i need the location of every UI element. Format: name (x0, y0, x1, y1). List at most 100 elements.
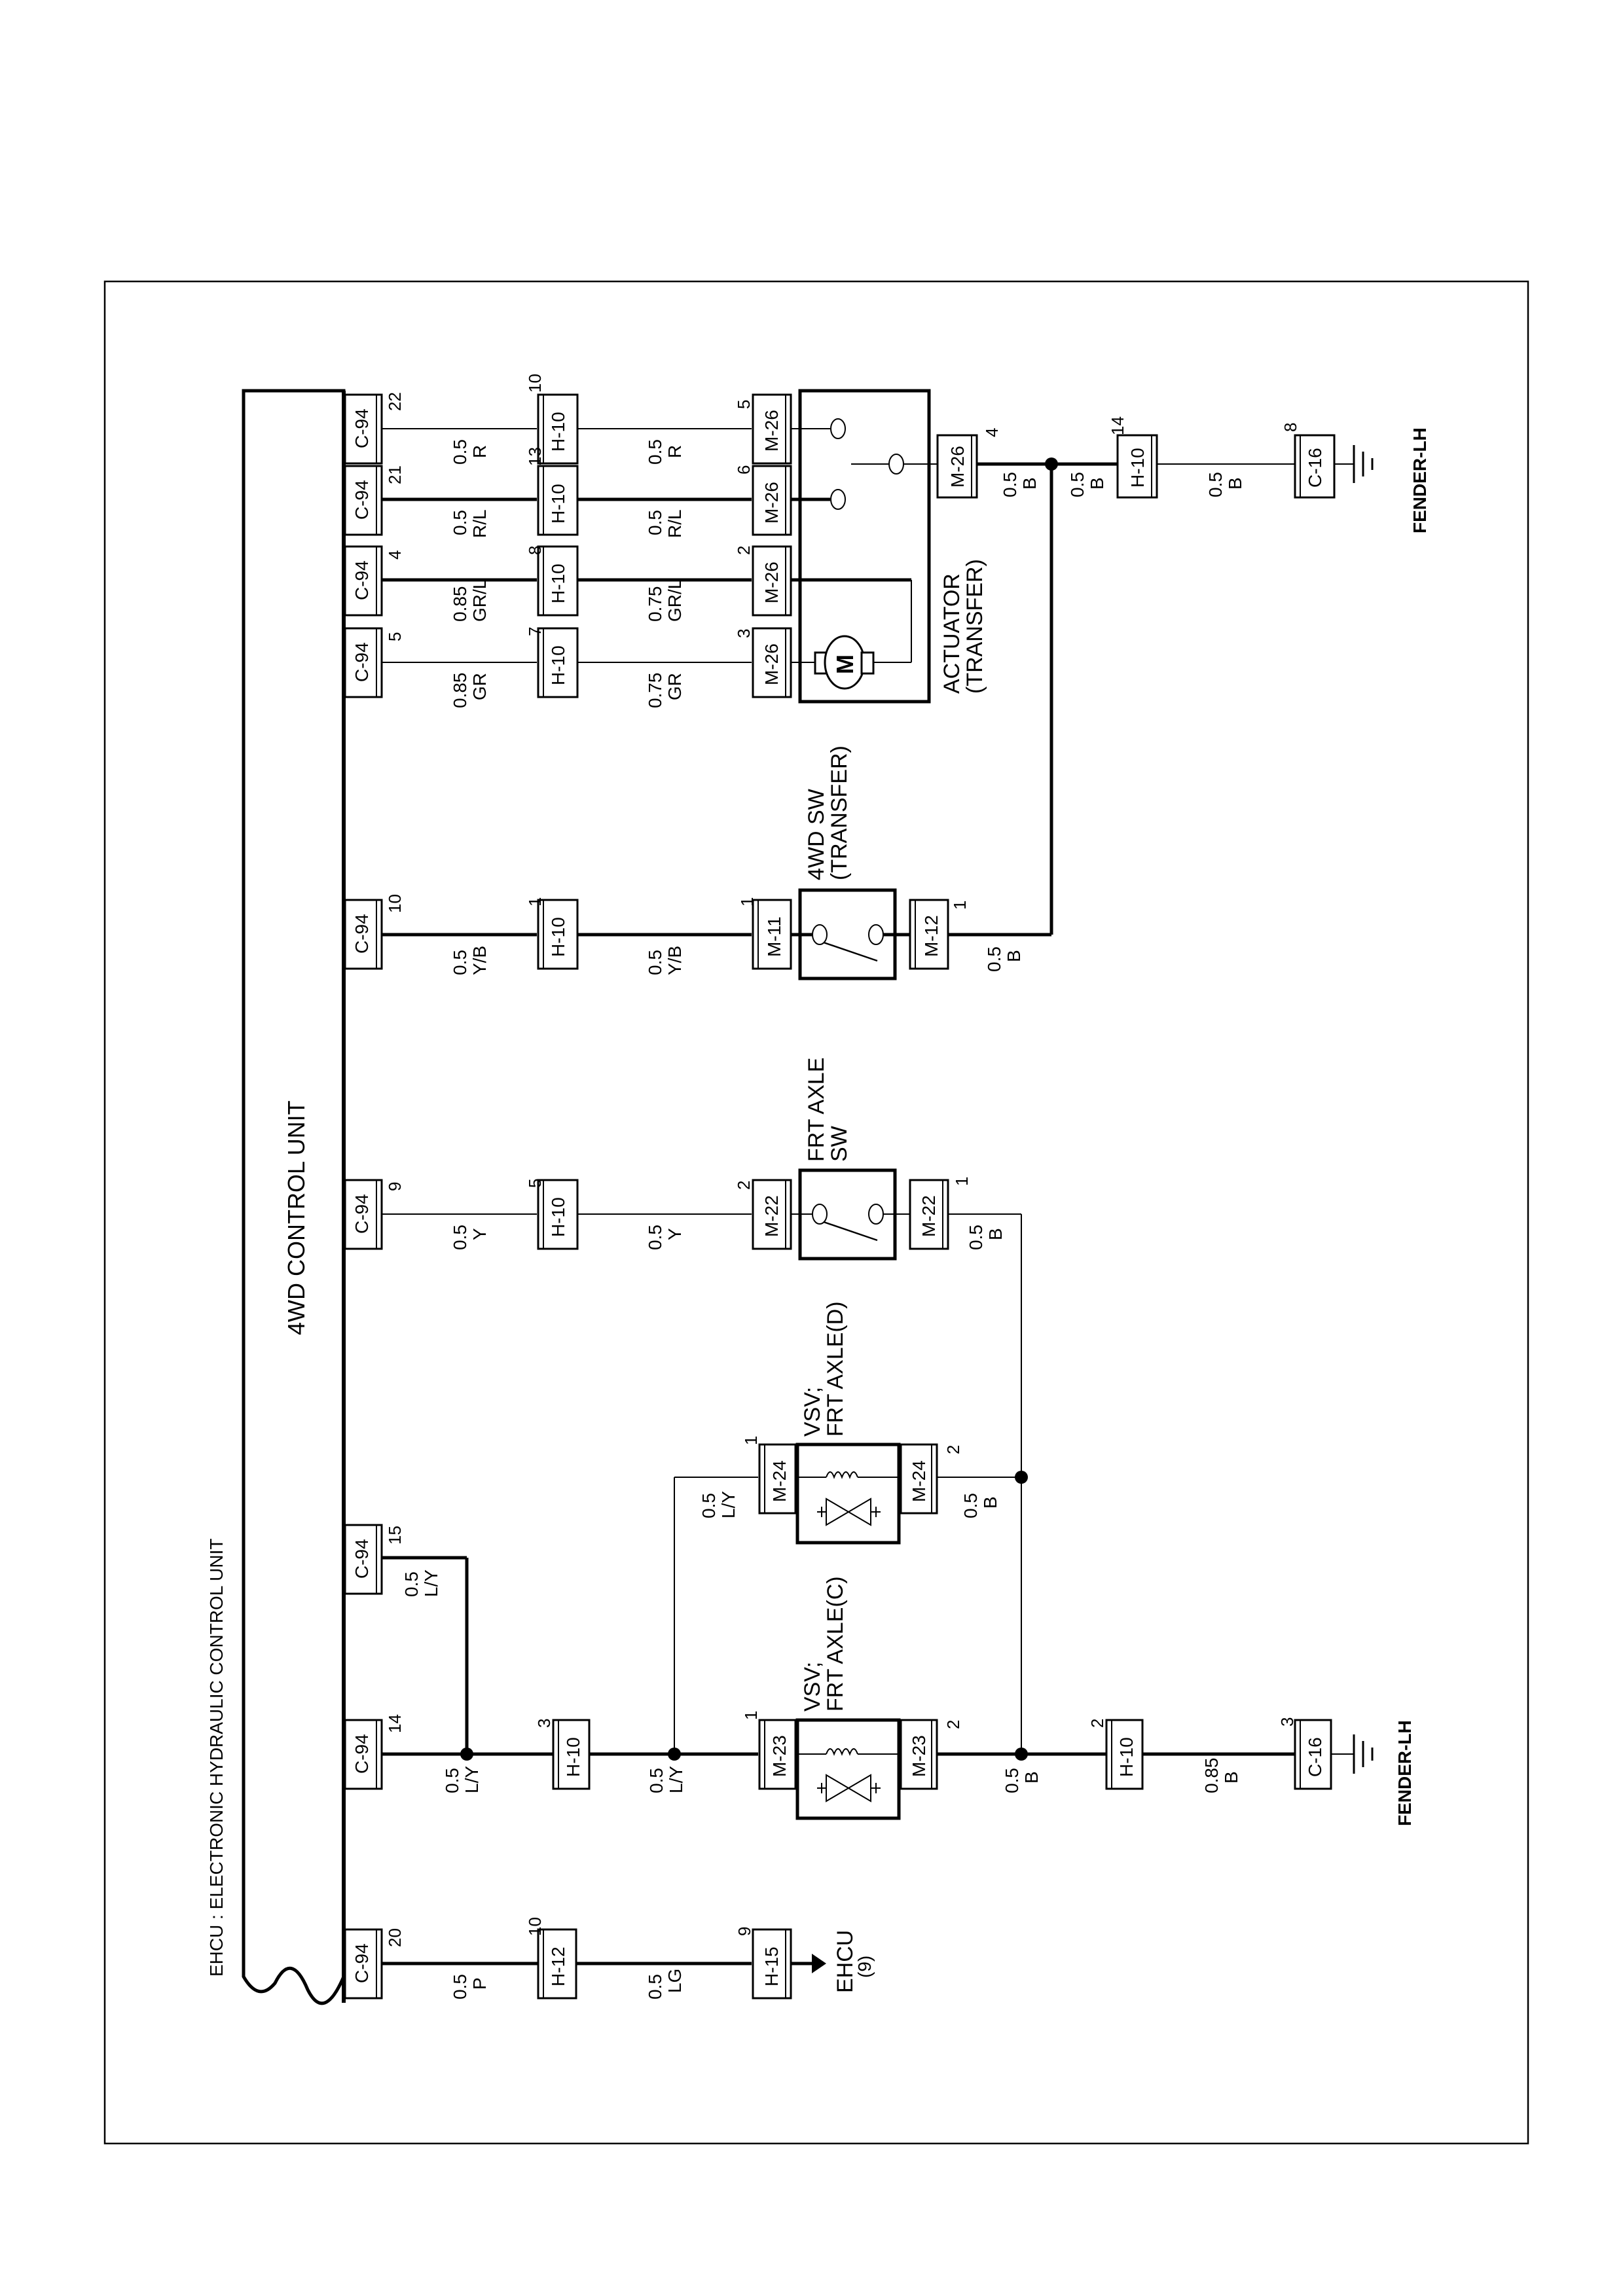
pin-number: 3 (534, 1719, 554, 1728)
connector-h10[interactable] (537, 627, 579, 698)
pin-number: 3 (1277, 1717, 1297, 1727)
ground-icon (1353, 1734, 1374, 1774)
wire-color: L/Y (462, 1766, 482, 1793)
pin-number: 2 (943, 1445, 963, 1454)
connector-label: M-24 (909, 1460, 929, 1502)
connector-h10[interactable] (537, 393, 579, 465)
pin-number: 3 (734, 629, 754, 638)
wire-size: 0.5 (450, 1225, 470, 1250)
vsv-d-label: VSV; (800, 1387, 825, 1437)
circuit-pin10: C-94 10 0.5 Y/B H-10 1 0.5 Y/B M-11 1 4W… (344, 745, 1051, 980)
splice-junction (668, 1748, 681, 1761)
switch-lever-icon (823, 1221, 878, 1242)
wire-size: 0.5 (1000, 472, 1020, 497)
wire-color: B (1019, 477, 1040, 490)
wire-size: 0.5 (450, 950, 470, 975)
actuator-contact (830, 418, 846, 439)
wire-size: 0.5 (401, 1571, 422, 1597)
wire-size: 0.5 (450, 439, 470, 465)
connector-label: H-10 (1116, 1737, 1137, 1777)
pin-number: 13 (525, 447, 545, 466)
connector-m23-in[interactable] (758, 1719, 797, 1790)
pin-number: 8 (525, 546, 545, 555)
connector-c94-14[interactable] (344, 1719, 383, 1790)
wire-size: 0.5 (1067, 472, 1087, 497)
pin-number: 1 (737, 897, 757, 906)
pin-number: 5 (734, 400, 754, 409)
connector-h10[interactable] (537, 899, 579, 970)
connector-h10[interactable] (537, 545, 579, 617)
pin-number: 14 (385, 1714, 405, 1733)
actuator-label-sub: (TRANSFER) (962, 559, 987, 694)
connector-c94-9[interactable] (344, 1179, 383, 1250)
motor-brush (860, 651, 875, 675)
wire-size: 0.75 (645, 586, 665, 622)
pin-number: 4 (982, 428, 1002, 437)
connector-c94-5[interactable] (344, 627, 383, 698)
wire-color: B (1221, 1771, 1241, 1784)
connector-m26[interactable] (752, 545, 792, 617)
connector-label: M-26 (761, 643, 782, 685)
connector-m22-out[interactable] (909, 1179, 949, 1250)
frt-axle-switch-label-sub: SW (827, 1126, 852, 1162)
pin-number: 5 (525, 1179, 545, 1188)
vsv-c-box[interactable] (795, 1718, 901, 1820)
actuator-box[interactable] (798, 389, 931, 704)
connector-m24-out[interactable] (900, 1443, 938, 1515)
connector-m12[interactable] (909, 899, 949, 970)
connector-label: M-12 (921, 915, 941, 957)
wire-color: R/L (665, 509, 685, 538)
connector-label: C-16 (1305, 448, 1325, 488)
connector-label: M-22 (761, 1195, 782, 1237)
connector-m26[interactable] (752, 627, 792, 698)
connector-m11[interactable] (752, 899, 792, 970)
page-frame (103, 280, 1529, 2145)
vsv-d-box[interactable] (795, 1443, 901, 1545)
solenoid-coil-icon (826, 1471, 858, 1479)
connector-h10-14[interactable] (1116, 434, 1158, 499)
actuator-label: ACTUATOR (939, 573, 964, 694)
pin-number: 1 (952, 1177, 972, 1186)
vsv-d-label-sub: FRT AXLE(D) (823, 1301, 848, 1437)
wire-color: B (985, 1228, 1006, 1240)
connector-label: M-23 (769, 1735, 790, 1777)
pin-number: 21 (385, 465, 405, 484)
switch-contact (868, 1204, 884, 1225)
connector-label: C-94 (352, 560, 372, 600)
connector-label: H-10 (548, 645, 568, 685)
wire-size: 0.5 (450, 1974, 470, 2000)
connector-m26-4[interactable] (936, 434, 978, 499)
circuit-pin14: C-94 14 0.5 L/Y H-10 3 0.5 L/Y M-23 1 VS… (344, 1477, 1415, 1826)
connector-label: M-24 (769, 1460, 790, 1502)
connector-c94-15[interactable] (344, 1524, 383, 1595)
circuit-pin21: C-94 21 0.5 R/L H-10 13 0.5 R/L M-26 6 (344, 447, 792, 538)
wire-color: Y/B (469, 946, 490, 975)
wire-size: 0.5 (442, 1768, 462, 1793)
connector-m24-in[interactable] (758, 1443, 797, 1515)
connector-h10[interactable] (537, 1179, 579, 1250)
vsv-c-label-sub: FRT AXLE(C) (823, 1576, 848, 1712)
connector-m26[interactable] (752, 393, 792, 465)
connector-c16-8[interactable] (1294, 434, 1336, 499)
connector-c94-21[interactable] (344, 465, 383, 536)
pin-number: 22 (385, 392, 405, 411)
connector-h15[interactable] (752, 1928, 792, 2000)
wire-color: GR/L (665, 579, 685, 622)
connector-c94-20[interactable] (344, 1928, 383, 2000)
wire-color: L/Y (718, 1491, 739, 1518)
connector-label: C-94 (352, 408, 372, 448)
ground-icon (1353, 445, 1374, 483)
switch-lever-icon (823, 941, 878, 962)
wire-color: L/Y (421, 1570, 441, 1597)
pin-number: 20 (385, 1928, 405, 1947)
pin-number: 10 (385, 894, 405, 913)
pin-number: 4 (385, 550, 405, 560)
ehcu-ref-label: EHCU (833, 1930, 858, 1993)
connector-label: H-15 (761, 1946, 782, 1986)
wire-color: Y (469, 1228, 490, 1240)
control-unit-box (242, 389, 346, 2005)
connector-label: H-10 (548, 484, 568, 524)
motor-label: M (831, 655, 858, 674)
switch-contact (812, 924, 828, 945)
